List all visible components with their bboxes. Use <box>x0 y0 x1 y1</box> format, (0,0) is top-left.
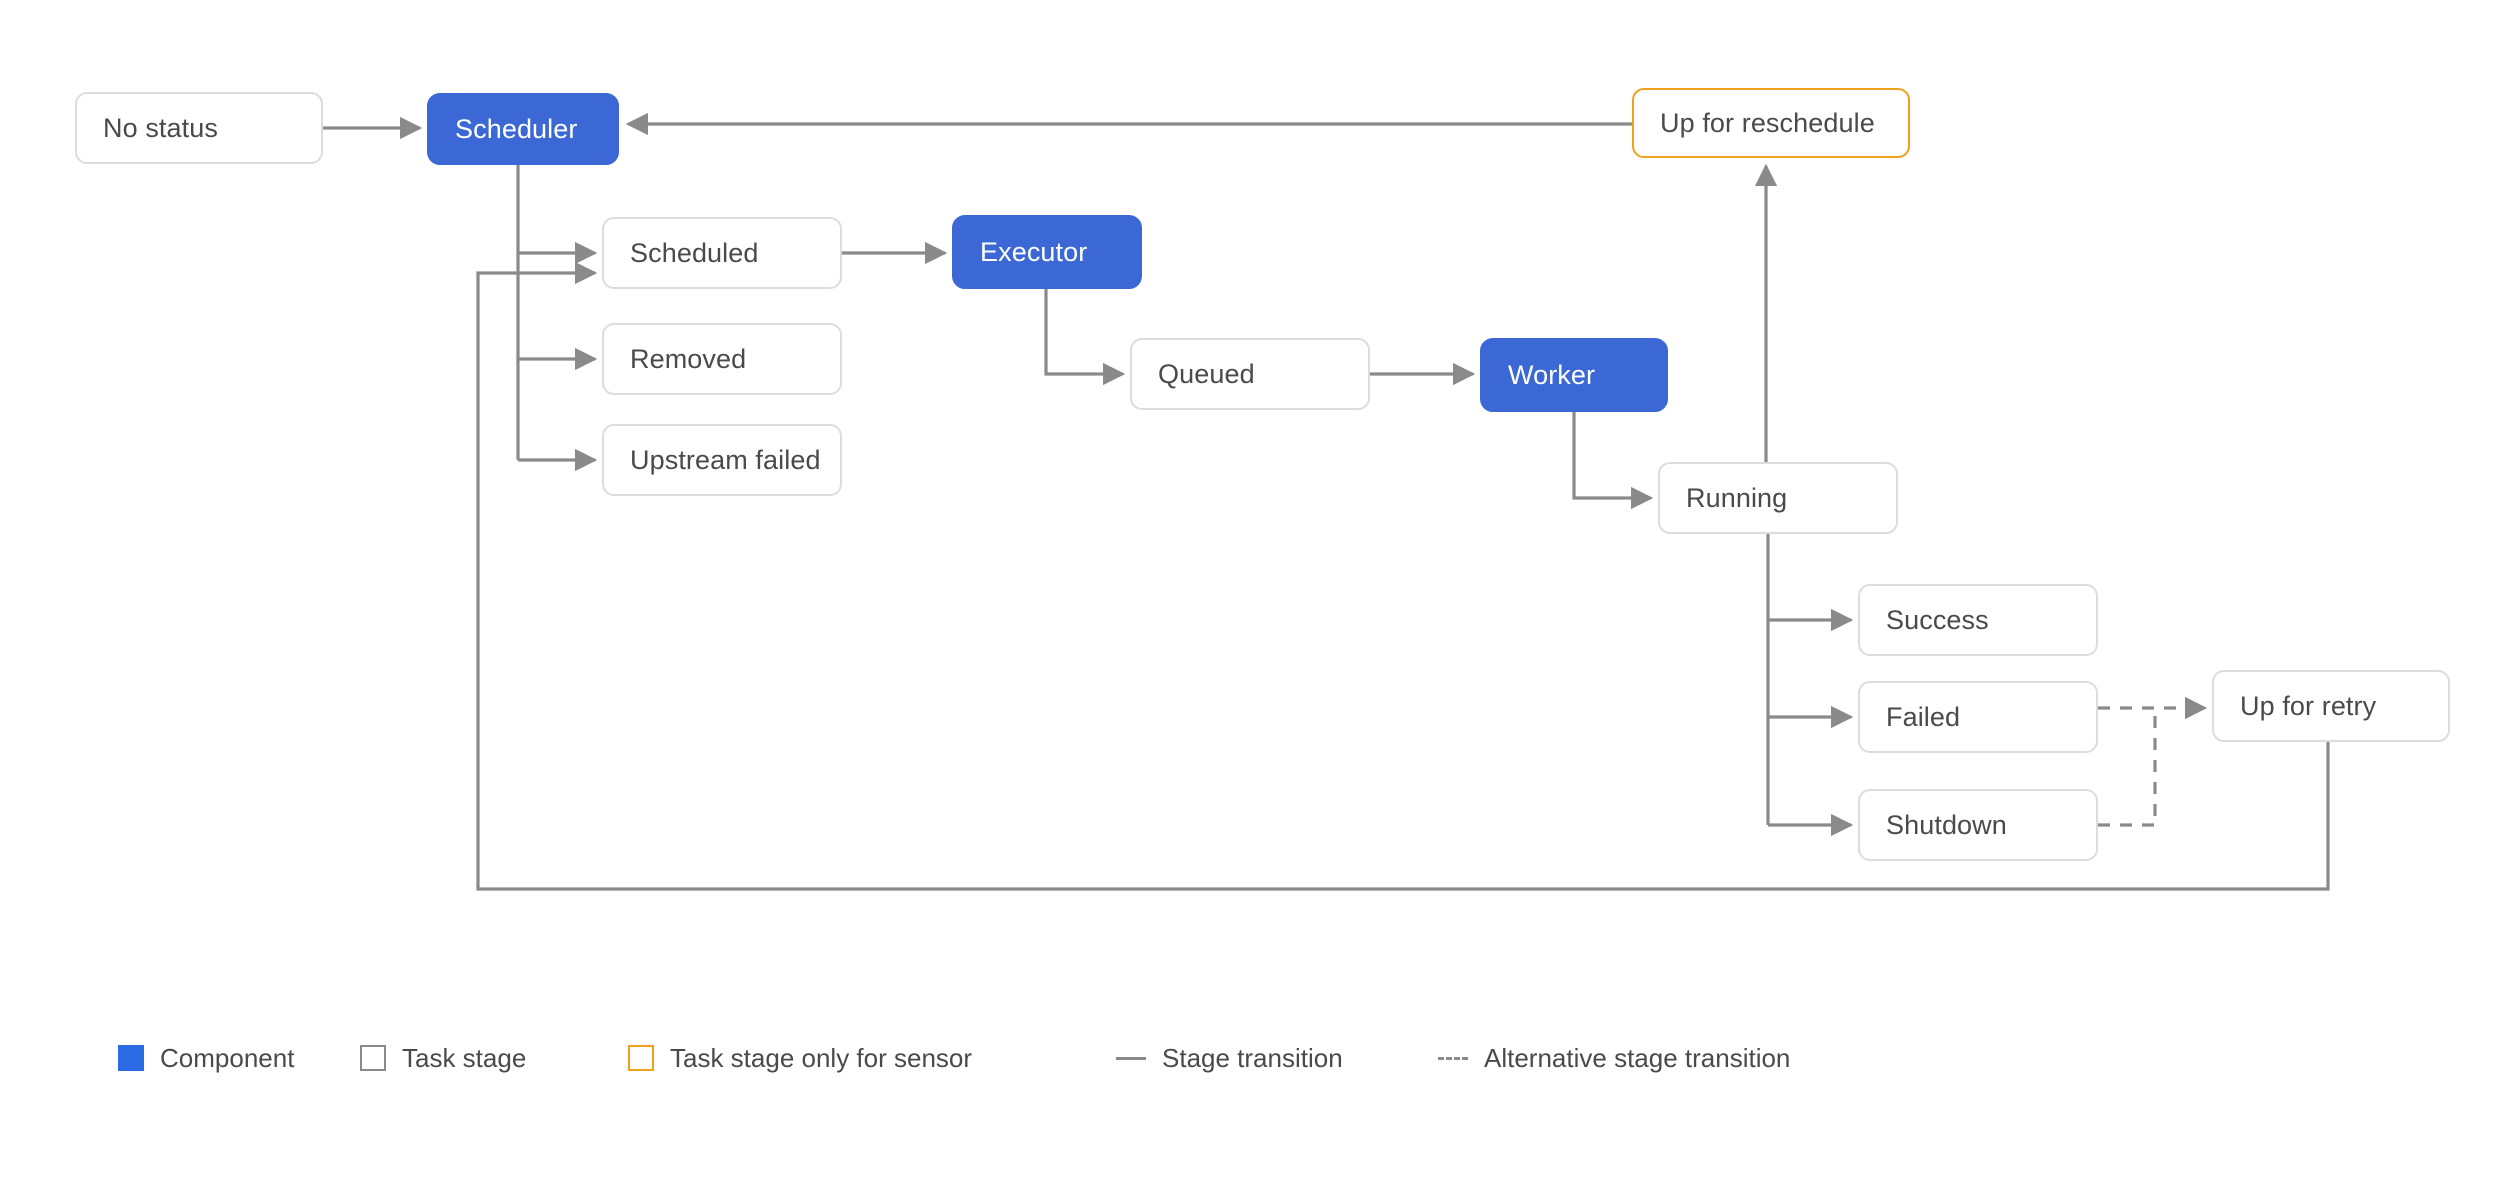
legend-label: Alternative stage transition <box>1484 1042 1791 1073</box>
node-success[interactable]: Success <box>1858 584 2098 656</box>
node-label: Up for retry <box>2240 690 2377 721</box>
edge-executor-to-queued <box>1044 289 1126 386</box>
node-up-for-retry[interactable]: Up for retry <box>2212 670 2450 742</box>
component-swatch-icon <box>118 1045 144 1071</box>
legend-label: Task stage <box>402 1042 527 1073</box>
node-no-status[interactable]: No status <box>75 92 323 164</box>
solid-line-icon <box>1116 1056 1146 1060</box>
node-label: Scheduled <box>630 237 759 268</box>
node-label: Up for reschedule <box>1660 107 1875 138</box>
legend-label: Task stage only for sensor <box>670 1042 973 1073</box>
legend-label: Component <box>160 1042 295 1073</box>
node-removed[interactable]: Removed <box>602 323 842 395</box>
legend-item-component: Component <box>118 1035 294 1081</box>
node-upstream-failed[interactable]: Upstream failed <box>602 424 842 496</box>
node-executor[interactable]: Executor <box>952 215 1142 289</box>
legend-item-task-stage-sensor: Task stage only for sensor <box>628 1035 972 1081</box>
node-scheduled[interactable]: Scheduled <box>602 217 842 289</box>
node-running[interactable]: Running <box>1658 462 1898 534</box>
node-label: Removed <box>630 343 747 374</box>
node-label: Executor <box>980 236 1088 267</box>
node-label: Worker <box>1508 359 1596 390</box>
node-scheduler[interactable]: Scheduler <box>427 93 619 165</box>
dashed-line-icon <box>1438 1056 1468 1060</box>
node-queued[interactable]: Queued <box>1130 338 1370 410</box>
node-label: Queued <box>1158 358 1255 389</box>
node-shutdown[interactable]: Shutdown <box>1858 789 2098 861</box>
node-worker[interactable]: Worker <box>1480 338 1668 412</box>
sensor-stage-swatch-icon <box>628 1045 654 1071</box>
node-label: Shutdown <box>1886 809 2007 840</box>
legend-item-task-stage: Task stage <box>360 1035 526 1081</box>
node-label: Success <box>1886 604 1989 635</box>
node-label: Upstream failed <box>630 444 821 475</box>
edge-shutdown-to-up-for-retry <box>2098 708 2157 827</box>
legend-item-stage-transition: Stage transition <box>1116 1035 1343 1081</box>
node-label: Failed <box>1886 701 1961 732</box>
node-label: Running <box>1686 482 1788 513</box>
node-up-for-reschedule[interactable]: Up for reschedule <box>1632 88 1910 158</box>
node-label: Scheduler <box>455 113 578 144</box>
task-stage-swatch-icon <box>360 1045 386 1071</box>
node-label: No status <box>103 112 218 143</box>
legend-label: Stage transition <box>1162 1042 1343 1073</box>
node-failed[interactable]: Failed <box>1858 681 2098 753</box>
legend-item-alternative-transition: Alternative stage transition <box>1438 1035 1790 1081</box>
edge-worker-to-running <box>1572 412 1654 510</box>
